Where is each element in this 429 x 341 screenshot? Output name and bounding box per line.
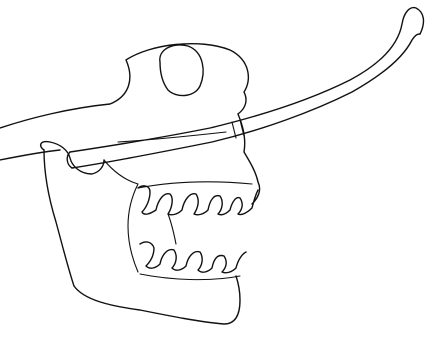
lower-teeth: [140, 242, 246, 273]
orbit-outline: [160, 45, 203, 96]
condyle-outline: [41, 142, 104, 174]
ramus-inner-line: [104, 160, 138, 272]
cranial-base-line: [0, 150, 60, 160]
cranium-outline: [0, 44, 248, 128]
zygomatic-line: [118, 132, 226, 142]
mouth-gap-line: [168, 214, 176, 244]
mandible-outline: [44, 150, 240, 324]
upper-gum-line: [138, 182, 252, 188]
maxilla-front: [238, 114, 260, 204]
upper-teeth: [138, 186, 258, 215]
lower-gum-line: [140, 274, 240, 280]
bite-rod-upper-edge: [70, 8, 423, 152]
